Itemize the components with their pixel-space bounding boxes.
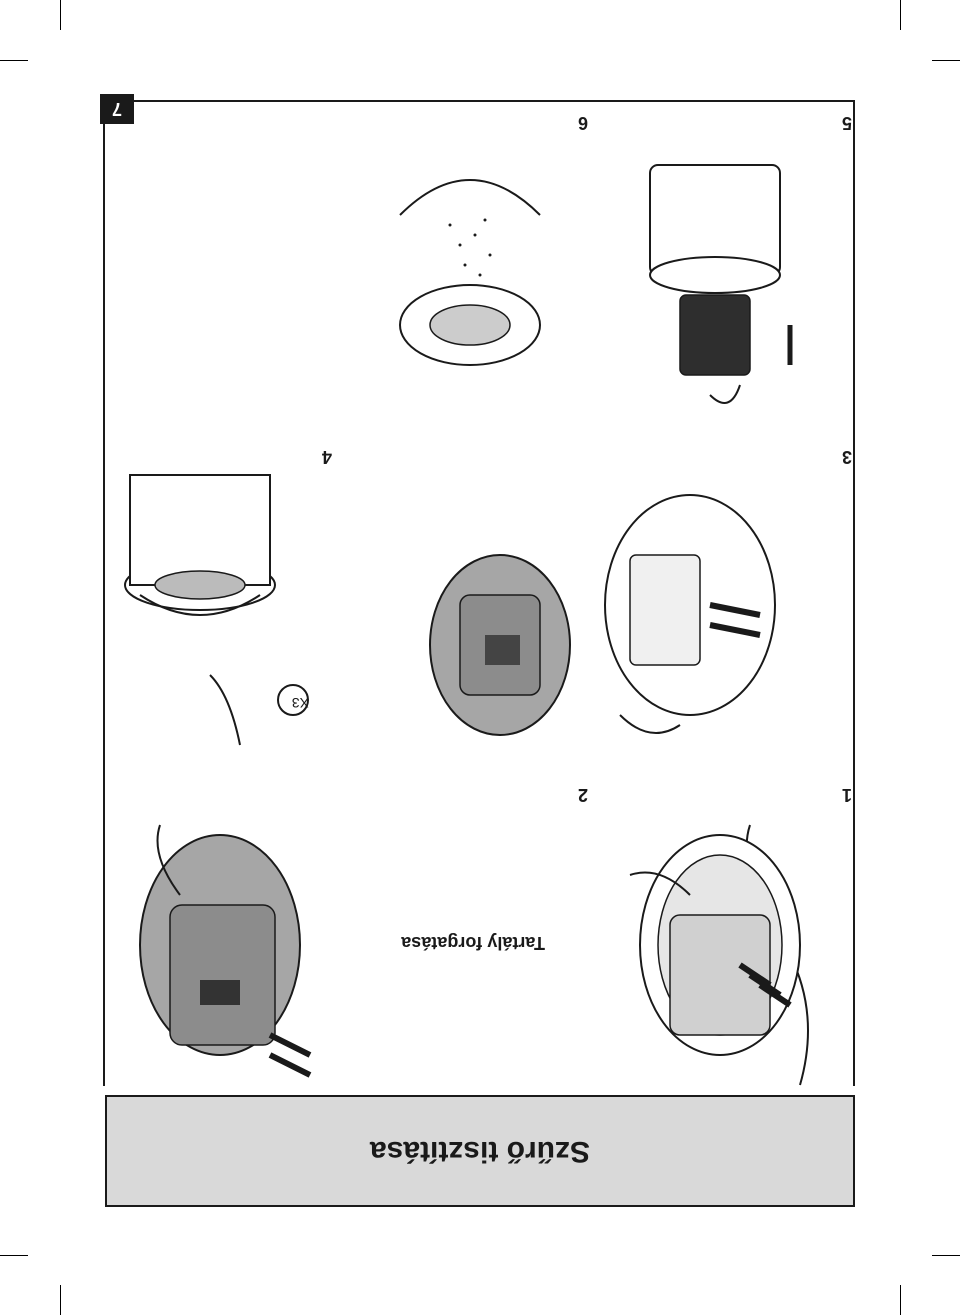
step-4-illustration: [429, 554, 571, 736]
step-6-illustration: [649, 164, 793, 404]
crop-mark: [932, 60, 960, 61]
crop-mark: [900, 0, 901, 30]
rotation-label: X3: [291, 695, 309, 711]
crop-mark: [0, 60, 28, 61]
step-3-illustration: [604, 494, 776, 734]
crop-mark: [60, 0, 61, 30]
step-5-illustration: [124, 474, 276, 746]
section-banner: Szűrő tisztítása: [105, 1095, 855, 1207]
step-number-1: 1: [841, 785, 852, 805]
crop-mark: [60, 1285, 61, 1315]
step-1-illustration: [629, 824, 809, 1086]
crop-mark: [0, 1255, 28, 1256]
subtitle: Tartály forgatása: [401, 933, 545, 953]
step-number-5: 5: [841, 113, 852, 133]
step-number-2: 2: [577, 785, 588, 805]
crop-mark: [900, 1285, 901, 1315]
step-number-3: 3: [841, 447, 852, 467]
step-7-illustration: [399, 179, 541, 366]
step-number-6: 6: [577, 113, 588, 133]
crop-mark: [932, 1255, 960, 1256]
rotation-icon: [277, 684, 309, 716]
step-number-4: 4: [321, 447, 332, 467]
section-title: Szűrő tisztítása: [369, 1135, 591, 1168]
step-2-illustration: [139, 824, 312, 1078]
